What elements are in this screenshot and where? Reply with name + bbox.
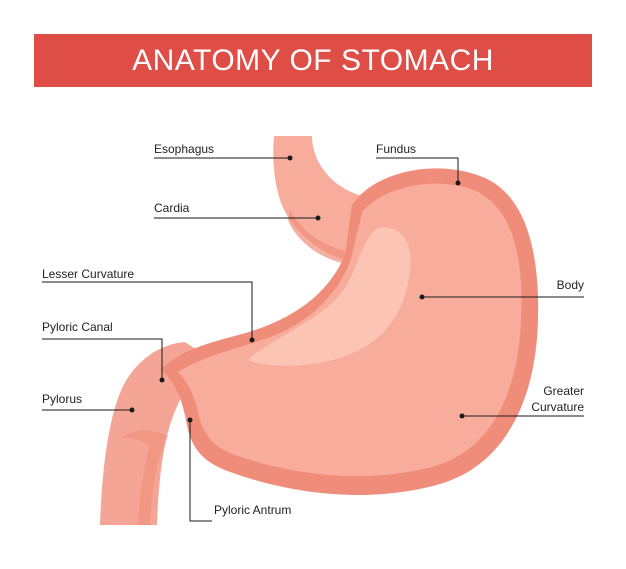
esophagus-shape — [273, 136, 370, 262]
title-banner: ANATOMY OF STOMACH — [34, 34, 592, 87]
label-esophagus: Esophagus — [154, 142, 215, 156]
page-title: ANATOMY OF STOMACH — [132, 43, 494, 77]
dot-pyloric-canal — [159, 377, 165, 383]
label-greater-curvature-line2: Curvature — [531, 400, 584, 414]
dot-greater-curvature — [459, 413, 465, 419]
duodenum-shadow — [122, 430, 168, 525]
label-fundus: Fundus — [376, 142, 417, 156]
dot-esophagus — [287, 155, 293, 161]
leader-dots — [129, 155, 465, 423]
dot-pyloric-antrum — [187, 417, 193, 423]
stomach-highlight — [248, 227, 411, 366]
dot-body — [419, 294, 425, 300]
label-lesser-curvature: Lesser Curvature — [42, 267, 135, 281]
label-body: Body — [556, 278, 584, 292]
label-pylorus: Pylorus — [42, 392, 83, 406]
dot-fundus — [455, 180, 461, 186]
label-greater-curvature-line1: Greater — [543, 384, 584, 398]
cardia-shadow — [288, 210, 350, 264]
leader-lesser-curvature — [42, 281, 253, 340]
leader-lines — [42, 157, 584, 522]
label-pyloric-canal: Pyloric Canal — [42, 320, 113, 334]
label-cardia: Cardia — [154, 201, 190, 215]
dot-pylorus — [129, 407, 135, 413]
dot-lesser-curvature — [249, 337, 255, 343]
leader-fundus — [376, 157, 459, 183]
leader-pyloric-canal — [42, 338, 163, 380]
label-pyloric-antrum: Pyloric Antrum — [214, 503, 292, 517]
dot-cardia — [315, 215, 321, 221]
leader-pyloric-antrum — [189, 420, 212, 522]
